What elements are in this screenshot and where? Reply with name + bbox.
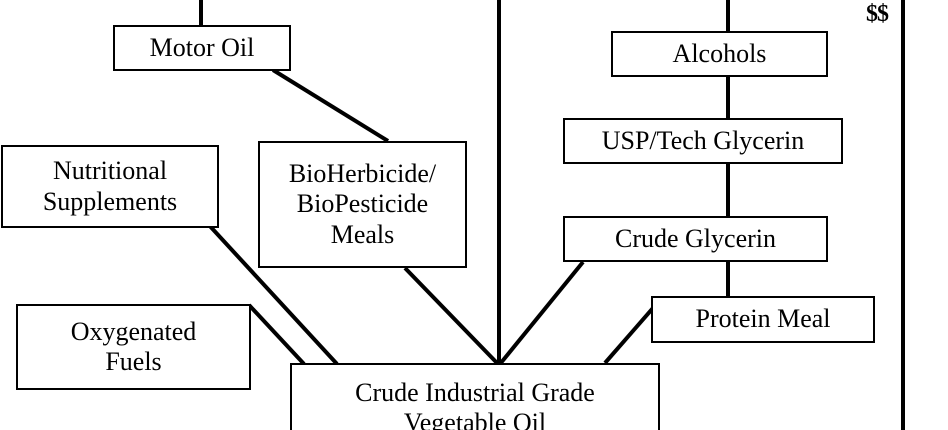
node-bioherbicide-biopesticide-meals[interactable]: BioHerbicide/ BioPesticide Meals	[258, 141, 467, 268]
node-crude-glycerin[interactable]: Crude Glycerin	[563, 216, 828, 262]
node-label-protein-meal: Protein Meal	[695, 304, 831, 334]
node-motor-oil[interactable]: Motor Oil	[113, 25, 291, 71]
node-label-usp-tech-glycerin: USP/Tech Glycerin	[601, 125, 805, 155]
node-alcohols[interactable]: Alcohols	[611, 31, 828, 77]
node-protein-meal[interactable]: Protein Meal	[651, 296, 875, 343]
node-label-crude-industrial-grade-vegetable-oil: Crude Industrial Grade Vegetable Oil	[355, 377, 595, 430]
node-label-alcohols: Alcohols	[672, 38, 767, 68]
edge-bioherbicide-to-crude-oil	[403, 266, 500, 366]
node-label-oxygenated-fuels: Oxygenated Fuels	[70, 316, 197, 376]
node-nutritional-supplements[interactable]: Nutritional Supplements	[1, 145, 219, 228]
node-label-motor-oil: Motor Oil	[149, 32, 255, 62]
edge-motor-oil-to-bioherbicide	[271, 68, 390, 143]
node-oxygenated-fuels[interactable]: Oxygenated Fuels	[16, 304, 251, 390]
node-label-bioherbicide-biopesticide-meals: BioHerbicide/ BioPesticide Meals	[288, 159, 437, 249]
edge-crude-glycerin-to-crude-oil	[498, 260, 585, 366]
edge-oxygenated-to-crude-oil	[247, 303, 306, 366]
node-usp-tech-glycerin[interactable]: USP/Tech Glycerin	[563, 118, 843, 164]
node-label-crude-glycerin: Crude Glycerin	[614, 223, 776, 253]
value-marker-label: $$	[866, 1, 889, 27]
node-label-nutritional-supplements: Nutritional Supplements	[42, 156, 178, 216]
node-crude-industrial-grade-vegetable-oil[interactable]: Crude Industrial Grade Vegetable Oil	[290, 363, 660, 430]
